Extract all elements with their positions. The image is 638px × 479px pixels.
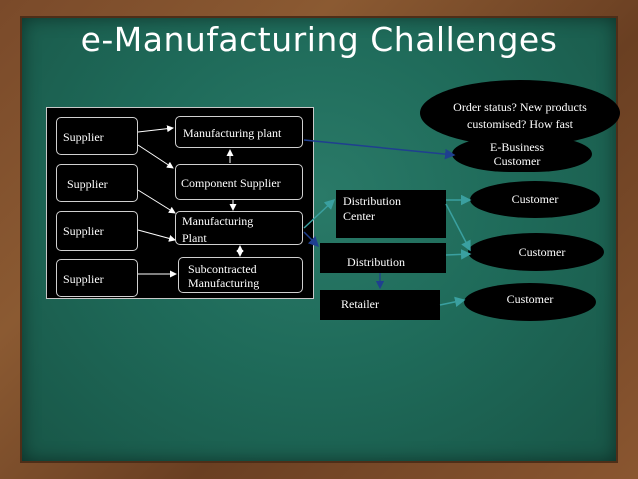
customer-label: Customer <box>511 192 559 206</box>
subcontracted-line1: Subcontracted <box>188 262 257 276</box>
distribution-center-line1: Distribution <box>343 194 402 208</box>
subcontracted-manufacturing-box: Subcontracted Manufacturing <box>178 257 303 293</box>
supplier-box-1: Supplier <box>56 117 138 155</box>
supplier-label: Supplier <box>63 272 104 286</box>
manufacturing-plant-top-label: Manufacturing plant <box>183 126 282 140</box>
distribution-center-box: Distribution Center <box>336 190 446 238</box>
order-status-line1: Order status? New products <box>453 100 587 114</box>
supplier-box-2: Supplier <box>56 164 138 202</box>
component-supplier-box: Component Supplier <box>175 164 303 200</box>
component-supplier-label: Component Supplier <box>181 176 281 190</box>
retailer-label: Retailer <box>341 297 379 311</box>
customer-oval-2: Customer <box>468 233 604 271</box>
customer-oval-1: Customer <box>470 181 600 218</box>
distribution-box: Distribution <box>320 243 446 273</box>
supplier-label: Supplier <box>67 177 108 191</box>
ebusiness-line1: E-Business <box>490 140 544 154</box>
ebusiness-customer-oval: E-Business Customer <box>452 136 592 172</box>
order-status-callout: Order status? New products customised? H… <box>420 80 620 146</box>
supplier-box-3: Supplier <box>56 211 138 251</box>
customer-oval-3: Customer <box>464 283 596 321</box>
manufacturing-plant-top-box: Manufacturing plant <box>175 116 303 148</box>
distribution-label: Distribution <box>347 255 406 269</box>
customer-label: Customer <box>506 292 554 306</box>
supplier-label: Supplier <box>63 130 104 144</box>
retailer-box: Retailer <box>320 290 440 320</box>
manufacturing-plant-box: Manufacturing Plant <box>175 211 303 245</box>
subcontracted-line2: Manufacturing <box>188 276 260 290</box>
manufacturing-plant-line1: Manufacturing <box>182 214 254 228</box>
customer-label: Customer <box>518 245 566 259</box>
ebusiness-line2: Customer <box>493 154 541 168</box>
manufacturing-plant-line2: Plant <box>182 231 207 245</box>
supplier-label: Supplier <box>63 224 104 238</box>
order-status-line2: customised? How fast <box>467 117 573 131</box>
supplier-box-4: Supplier <box>56 259 138 297</box>
slide-title: e-Manufacturing Challenges <box>80 20 558 59</box>
distribution-center-line2: Center <box>343 209 375 223</box>
